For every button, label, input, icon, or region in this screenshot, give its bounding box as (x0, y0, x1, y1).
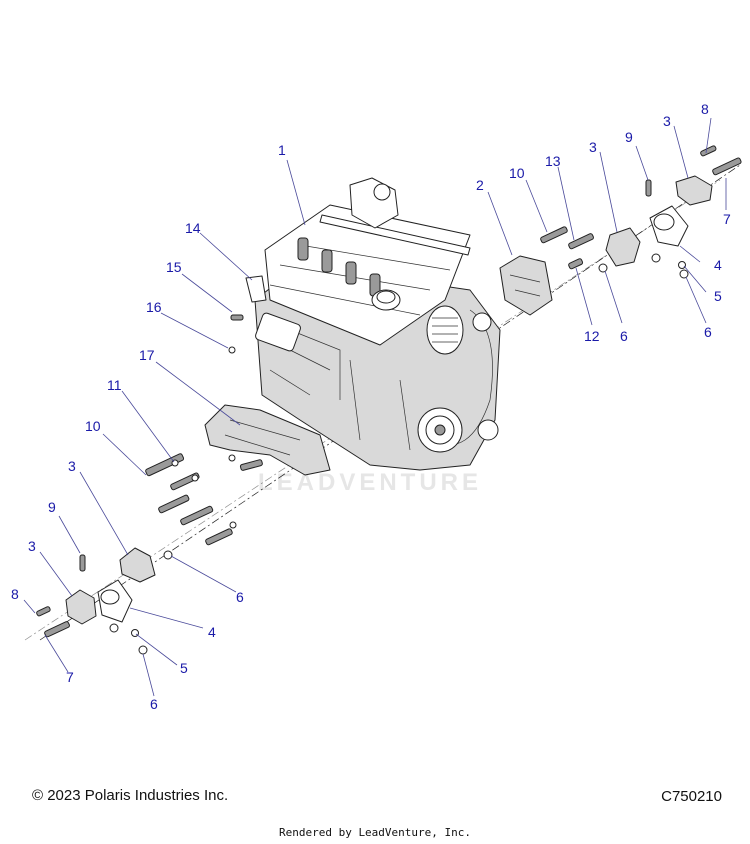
bolts-left-cluster (36, 314, 263, 638)
copyright-notice: © 2023 Polaris Industries Inc. (32, 787, 229, 804)
part-3-mount-left-lower (65, 589, 97, 625)
callout-17: 17 (139, 347, 155, 363)
callout-4-left: 4 (208, 624, 216, 640)
part-4-isolator-right (649, 205, 689, 247)
callout-11: 11 (107, 377, 122, 393)
callout-6-right-outer: 6 (704, 324, 712, 340)
callout-15: 15 (166, 259, 182, 275)
callout-3-left-lower: 3 (28, 538, 36, 554)
rendered-by-credit: Rendered by LeadVenture, Inc. (278, 826, 472, 839)
callout-10-right: 10 (509, 165, 525, 181)
callout-5-right: 5 (714, 288, 722, 304)
part-3-mount-right-upper (675, 175, 713, 206)
callout-14: 14 (185, 220, 201, 236)
callout-3-left-upper: 3 (68, 458, 76, 474)
callout-6-left-lower: 6 (150, 696, 158, 712)
callout-7-left: 7 (66, 669, 74, 685)
callout-2: 2 (476, 177, 484, 193)
callout-10-left: 10 (85, 418, 101, 434)
part-14-bracket (245, 275, 267, 303)
callout-labels: 1 2 3 3 3 3 4 4 5 5 6 6 6 6 7 7 8 8 9 9 … (11, 101, 731, 712)
callout-5-left: 5 (180, 660, 188, 676)
callout-12: 12 (584, 328, 600, 344)
callout-9-left: 9 (48, 499, 56, 515)
callout-3-right-upper: 3 (663, 113, 671, 129)
callout-1: 1 (278, 142, 286, 158)
callout-13: 13 (545, 153, 561, 169)
part-2-bracket (499, 255, 553, 316)
bolts-right-cluster (540, 145, 742, 270)
callout-8-right: 8 (701, 101, 709, 117)
callout-3-right-lower: 3 (589, 139, 597, 155)
callout-6-right-inner: 6 (620, 328, 628, 344)
leader-lines (23, 117, 727, 697)
exploded-parts-diagram: LEADVENTURE (11, 101, 742, 712)
callout-9-right: 9 (625, 129, 633, 145)
callout-7-right: 7 (723, 211, 731, 227)
part-4-isolator-left (97, 579, 133, 623)
engine-assembly (254, 177, 501, 471)
part-3-mount-left-upper (119, 547, 156, 583)
callout-6-left-upper: 6 (236, 589, 244, 605)
callout-4-right: 4 (714, 257, 722, 273)
callout-16: 16 (146, 299, 162, 315)
diagram-code: C750210 (661, 788, 722, 805)
callout-8-left: 8 (11, 586, 19, 602)
part-3-mount-right-lower (605, 227, 641, 267)
watermark: LEADVENTURE (258, 469, 482, 496)
